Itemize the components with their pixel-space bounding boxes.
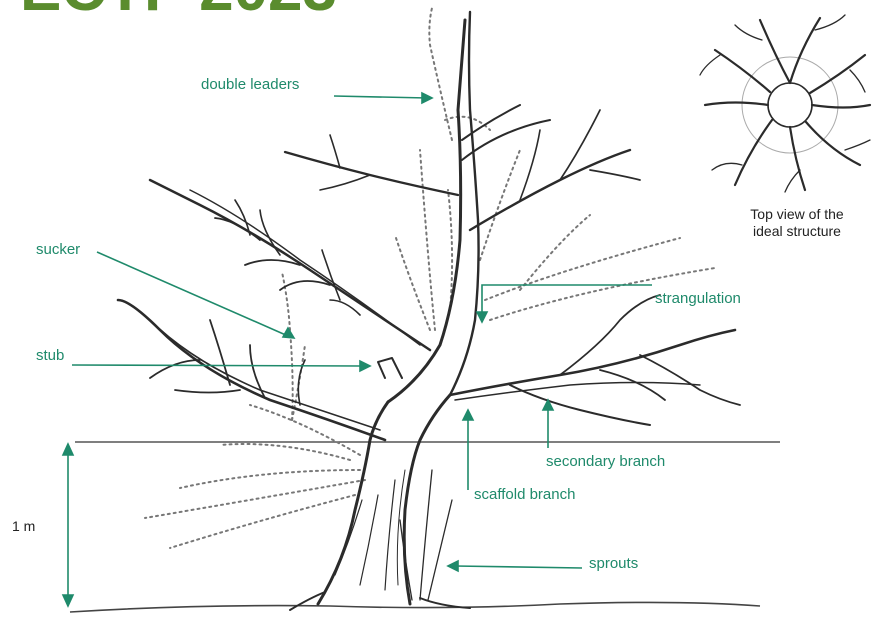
pointer-lines [63,93,652,606]
top-view-caption: Top view of the ideal structure [722,206,872,240]
label-sucker: sucker [36,242,80,257]
label-secondary-branch: secondary branch [546,454,665,469]
top-view-illustration [700,15,870,192]
label-sprouts: sprouts [589,556,638,571]
label-stub: stub [36,348,64,363]
header-fragment: ECTF 2023 [20,0,337,24]
top-view-caption-line1: Top view of the [722,206,872,223]
tree [118,12,740,610]
ground-line [70,602,760,612]
label-height: 1 m [12,519,35,533]
label-strangulation: strangulation [655,291,741,306]
label-double-leaders: double leaders [201,77,299,92]
label-scaffold-branch: scaffold branch [474,487,575,502]
top-view-caption-line2: ideal structure [722,223,872,240]
